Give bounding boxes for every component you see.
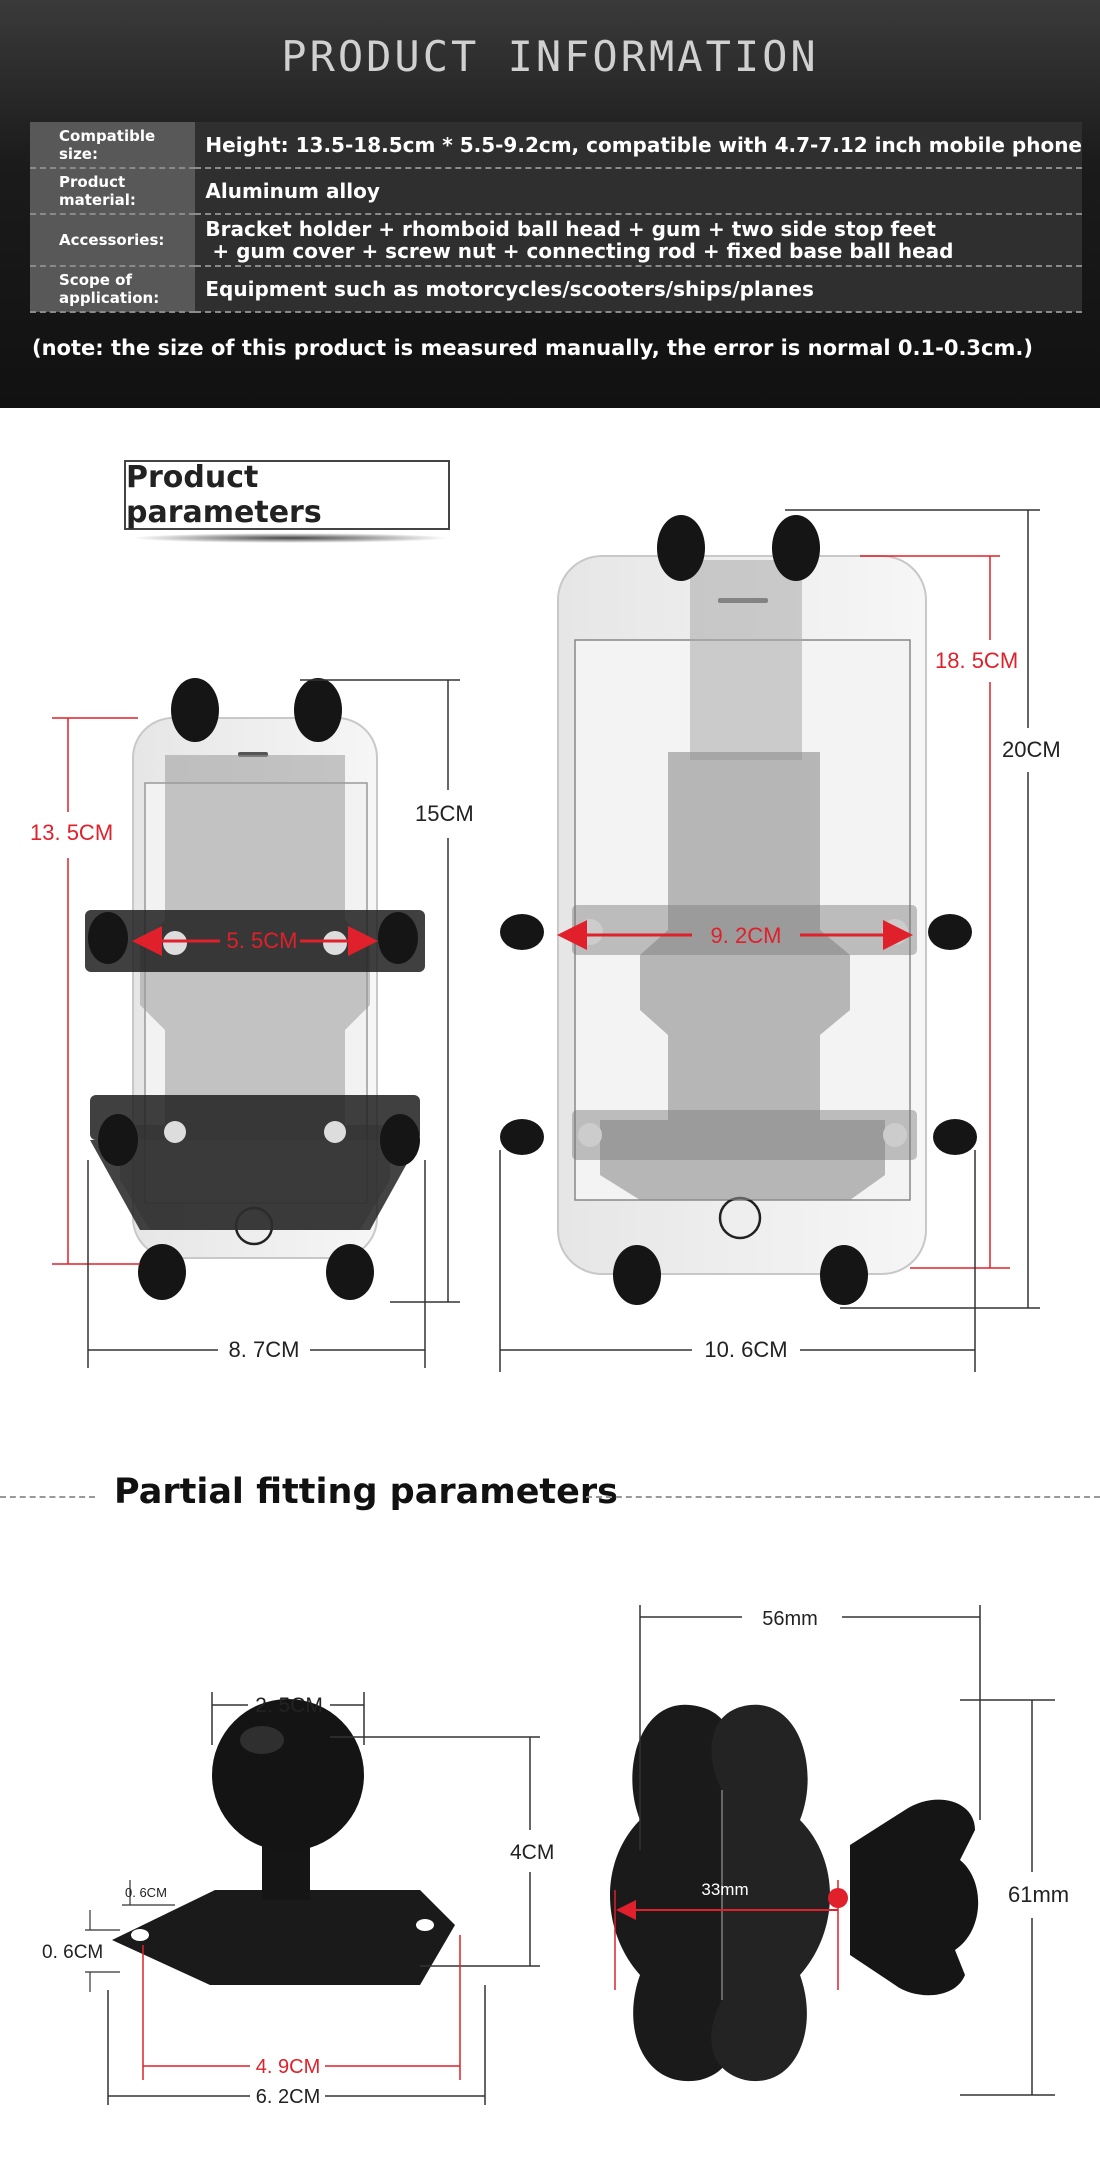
spec-row-accessories: Accessories: Bracket holder + rhomboid b…	[30, 214, 1082, 267]
product-information-header: PRODUCT INFORMATION Compatible size: Hei…	[0, 0, 1100, 408]
large-height-label: 18. 5CM	[935, 648, 1018, 673]
product-parameters-title: Product parameters	[124, 460, 450, 530]
small-holder-diagram: 13. 5CM 5. 5CM 15CM 8. 7CM	[30, 678, 474, 1368]
spec-table: Compatible size: Height: 13.5-18.5cm * 5…	[30, 122, 1082, 313]
ball-base-diagram: 2. 5CM 4CM 0. 6CM 0. 6CM 4. 9CM 6. 2CM	[42, 1692, 554, 2108]
spec-value: Bracket holder + rhomboid ball head + gu…	[195, 214, 1082, 267]
large-holder-diagram: 18. 5CM 9. 2CM 20CM 10. 6CM	[499, 509, 1061, 1372]
spec-row-material: Product material: Aluminum alloy	[30, 168, 1082, 215]
plate-length-label: 6. 2CM	[256, 2086, 320, 2108]
small-base-width-label: 8. 7CM	[229, 1337, 300, 1362]
large-total-height-label: 20CM	[1002, 737, 1061, 762]
spec-row-compatible-size: Compatible size: Height: 13.5-18.5cm * 5…	[30, 122, 1082, 169]
spec-label: Compatible size:	[30, 122, 196, 169]
ball-height-label: 4CM	[510, 1841, 554, 1864]
large-width-label: 9. 2CM	[711, 923, 782, 948]
divider-right	[586, 1496, 1100, 1498]
small-total-height-label: 15CM	[415, 801, 474, 826]
title-shadow	[130, 533, 450, 543]
spec-label: Accessories:	[30, 214, 196, 267]
arm-width-label: 56mm	[762, 1608, 818, 1630]
small-width-label: 5. 5CM	[227, 928, 298, 953]
spec-label: Scope of application:	[30, 266, 196, 313]
spec-value: Aluminum alloy	[195, 168, 1082, 215]
spec-value: Height: 13.5-18.5cm * 5.5-9.2cm, compati…	[195, 122, 1082, 169]
hole-size-label: 0. 6CM	[125, 1885, 167, 1900]
arm-height-label: 61mm	[1008, 1882, 1069, 1907]
large-base-width-label: 10. 6CM	[704, 1337, 787, 1362]
spec-label: Product material:	[30, 168, 196, 215]
socket-arm-diagram: 56mm 33mm 61mm	[610, 1605, 1069, 2096]
arm-inner-label: 33mm	[701, 1880, 748, 1899]
hole-spacing-label: 4. 9CM	[256, 2056, 320, 2078]
measurement-note: (note: the size of this product is measu…	[32, 336, 1033, 360]
spec-value: Equipment such as motorcycles/scooters/s…	[195, 266, 1082, 313]
header-title: PRODUCT INFORMATION	[281, 32, 819, 81]
ball-diameter-label: 2. 5CM	[255, 1694, 323, 1717]
spec-row-scope: Scope of application: Equipment such as …	[30, 266, 1082, 313]
divider-left	[0, 1496, 95, 1498]
partial-fitting-title: Partial fitting parameters	[114, 1472, 618, 1512]
small-height-label: 13. 5CM	[30, 820, 113, 845]
plate-thickness-label: 0. 6CM	[42, 1942, 103, 1963]
